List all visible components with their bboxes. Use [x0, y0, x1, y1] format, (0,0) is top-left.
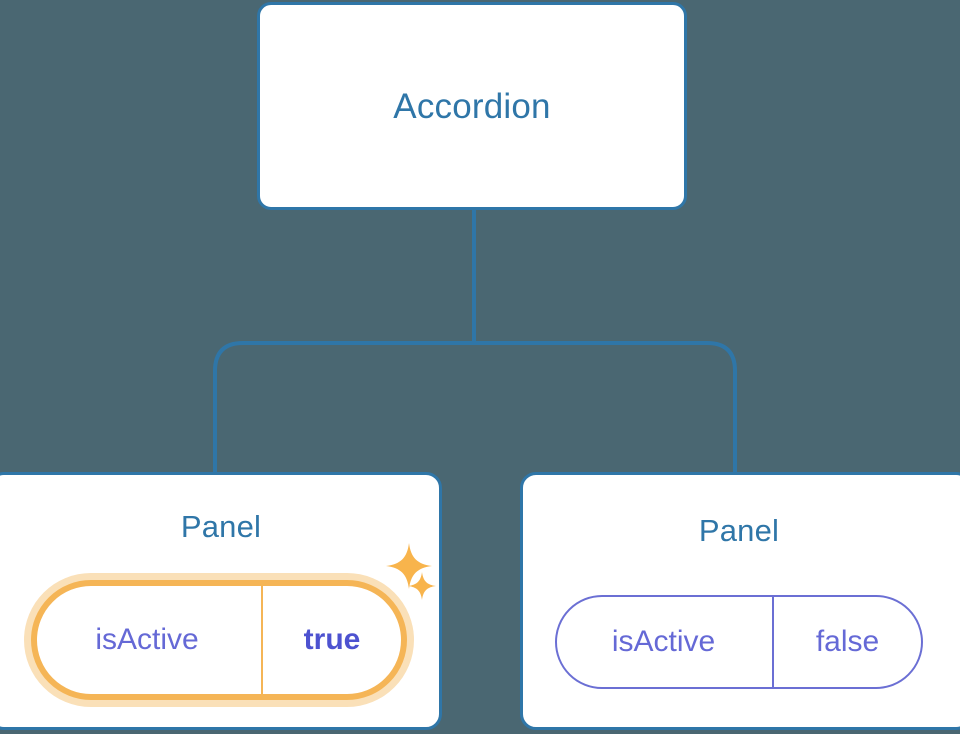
prop-pill-left-wrapper: isActive true [24, 573, 414, 707]
sparkle-large-icon [386, 543, 432, 589]
node-accordion[interactable]: Accordion [257, 2, 687, 210]
prop-pill-right[interactable]: isActive false [555, 595, 923, 689]
prop-pill-right-value: false [815, 625, 880, 658]
prop-pill-left-divider [261, 586, 263, 694]
prop-pill-left-value: true [303, 623, 361, 656]
prop-pill-left-key: isActive [95, 623, 199, 656]
edge-bar-to-left-panel [213, 341, 474, 474]
node-accordion-title: Accordion [393, 86, 551, 126]
prop-pill-right-wrapper: isActive false [555, 595, 923, 689]
node-panel-left-title: Panel [180, 509, 262, 544]
prop-pill-right-key: isActive [611, 625, 716, 658]
prop-pill-left[interactable]: isActive true [31, 580, 407, 700]
edge-bar-to-right-panel [474, 341, 737, 474]
node-panel-right-title: Panel [698, 513, 780, 548]
prop-pill-right-divider [772, 597, 774, 687]
sparkle-small-icon [408, 572, 436, 600]
